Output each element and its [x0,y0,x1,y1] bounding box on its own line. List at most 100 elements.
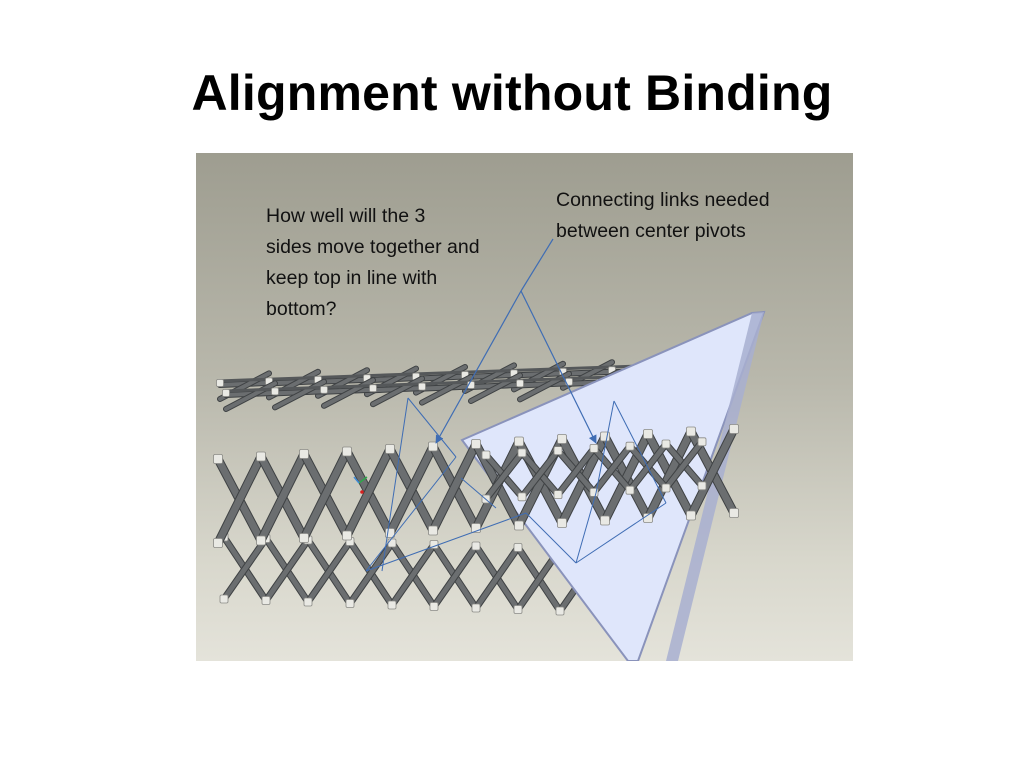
scissor-link-face [687,425,738,519]
scissor-link-face [305,539,353,605]
pivot-joint [517,492,527,502]
pivot-joint [557,434,567,444]
guide-line [365,512,527,572]
mechanism-drawing [213,238,766,661]
scissor-link-face [273,379,326,410]
pivot-joint [471,603,481,613]
guide-line [525,512,577,564]
pivot-joint [517,448,527,458]
arrow-stem [520,238,554,292]
pivot-joint [589,443,599,453]
scissor-link-face [257,450,308,544]
guide-line [407,397,457,458]
guide-lines [365,397,667,572]
slide-title: Alignment without Binding [191,65,833,121]
scissor-link-face [591,443,633,495]
pivot-joint [553,490,563,500]
pivot-joint [661,483,671,493]
pivot-joint [303,597,313,607]
pivot-joint [513,605,523,614]
arrow-left [435,290,522,444]
pivot-joint [320,385,328,394]
scissor-link-face [644,428,695,522]
scissor-link-face [224,381,277,411]
pivot-joint [686,426,696,437]
guide-line [613,400,667,504]
pivot-joint [697,437,707,447]
pivot-joint [213,538,223,548]
pivot-joint [643,429,653,439]
pivot-joint [625,441,635,451]
pivot-joint [555,606,565,616]
track-rail [223,373,667,393]
pivot-joint [429,602,439,611]
pivot-joint [418,382,426,391]
pivot-joint [481,450,491,460]
scissor-link-face [601,430,652,524]
guide-line [381,397,409,572]
pivot-joint [387,538,397,548]
scissor-link-face [386,443,437,537]
guide-line [575,492,597,564]
scissor-link-face [429,440,480,534]
scissor-link-face [555,445,597,498]
scissor-link-face [263,537,311,603]
pivot-joint [387,600,397,610]
cad-render [196,153,853,661]
guide-line [595,400,615,494]
scissor-link-face [221,536,269,602]
axis-triad-icon [353,476,368,494]
scissor-link-face [214,453,265,547]
arrow-right [520,290,597,444]
pivot-joint [369,384,377,393]
scissor-link-face [663,439,705,491]
pivot-joint [686,510,696,521]
pivot-joint [729,424,739,434]
callout-arrows [435,238,597,444]
pivot-joint [216,379,224,387]
lower-scissor-front [213,424,739,548]
scissor-link-face [300,448,351,542]
scissor-link-face [483,450,525,502]
pivot-joint [697,481,707,491]
scissor-link-face [519,448,561,500]
pivot-joint [256,451,266,462]
pivot-joint [729,508,739,518]
guide-line [365,456,457,572]
pivot-joint [471,439,481,449]
track-rail [217,363,667,383]
pivot-joint [600,515,610,526]
pivot-joint [428,525,438,536]
pivot-joint [213,454,223,464]
pivot-joint [516,379,524,388]
pivot-joint [222,389,230,397]
pivot-joint [299,449,309,459]
scissor-link-face [431,543,479,609]
pivot-joint [553,446,563,456]
pivot-joint [219,594,229,604]
pivot-joint [385,444,395,454]
pivot-joint [342,446,352,457]
pivot-joint [557,518,567,528]
pivot-joint [471,541,481,551]
callout-connecting-links: Connecting links needed between center p… [556,189,770,242]
scissor-link-face [473,545,521,611]
scissor-link-face [343,445,394,539]
pivot-joint [342,530,352,541]
pivot-joint [256,535,266,546]
callout-question: How well will the 3 sides move together … [266,205,480,320]
guide-line [460,477,497,509]
pivot-joint [661,439,671,449]
pivot-joint [428,441,438,452]
pivot-joint [299,533,309,543]
pivot-joint [261,596,271,605]
guide-line [575,502,667,564]
scissor-link-face [389,542,437,608]
pivot-joint [625,485,635,495]
pivot-joint [514,520,524,531]
pivot-joint [514,436,524,447]
pivot-joint [271,387,279,396]
pivot-joint [513,543,523,552]
pivot-joint [345,599,355,608]
